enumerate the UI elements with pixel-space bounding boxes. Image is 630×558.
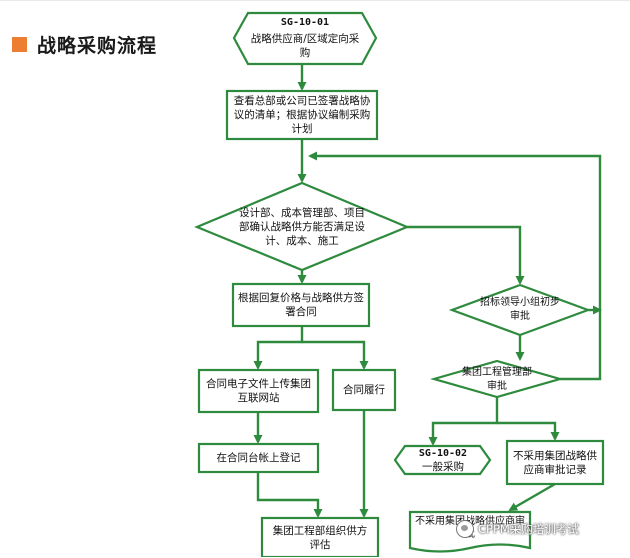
- title-accent-square: [12, 37, 27, 52]
- arrow-confirm-to-tender: [407, 225, 525, 285]
- sign-contract-label: 根据回复价格与战略供方签署合同: [238, 292, 364, 318]
- arrow-register-to-evaluate: [256, 472, 323, 518]
- watermark-text: CPPM采购培训考试: [478, 522, 579, 536]
- arrow-sign-to-upload: [253, 326, 304, 370]
- check-list-label: 查看总部或公司已签署战略协议的清单；根据协议编制采购计划: [233, 95, 371, 135]
- arrow-group-loop-back: [308, 151, 602, 381]
- arrow-not-adopt-to-doc: [508, 482, 556, 512]
- evaluate-supplier-box: [260, 516, 380, 557]
- perform-contract-box: [331, 368, 397, 412]
- arrow-group-to-not-adopt: [497, 421, 560, 441]
- confirm-supplier-label: 设计部、成本管理部、项目部确认战略供方能否满足设计、成本、施工: [239, 207, 365, 247]
- wechat-icon: [456, 520, 474, 538]
- general-purchase-code: SG-10-02: [418, 448, 468, 459]
- arrow-group-to-general: [428, 397, 499, 446]
- start-connector-shape: [232, 11, 378, 66]
- register-ledger-box: [197, 442, 320, 474]
- tender-review-label: 招标领导小组初步审批: [480, 297, 560, 322]
- general-purchase-connector-shape: [393, 444, 492, 476]
- arrow-sign-to-perform: [302, 340, 369, 370]
- not-adopt-record-label: 不采用集团战略供应商审批记录: [513, 449, 597, 476]
- general-purchase-label: 一般采购: [422, 460, 464, 473]
- page-title: 战略采购流程: [37, 35, 158, 57]
- sign-contract-box: [231, 282, 371, 328]
- start-label: 战略供应商/区域定向采购: [250, 33, 360, 59]
- register-ledger-label: 在合同台帐上登记: [216, 452, 301, 464]
- start-code: SG-10-01: [280, 17, 330, 28]
- check-list-box: [225, 89, 379, 141]
- perform-contract-label: 合同履行: [343, 384, 385, 396]
- upload-contract-label: 合同电子文件上传集团互联网站: [206, 378, 311, 404]
- watermark: CPPM采购培训考试: [456, 518, 626, 540]
- evaluate-supplier-label: 集团工程部组织供方评估: [272, 524, 368, 551]
- not-adopt-record-box: [505, 439, 605, 486]
- group-review-label: 集团工程管理部审批: [462, 367, 532, 392]
